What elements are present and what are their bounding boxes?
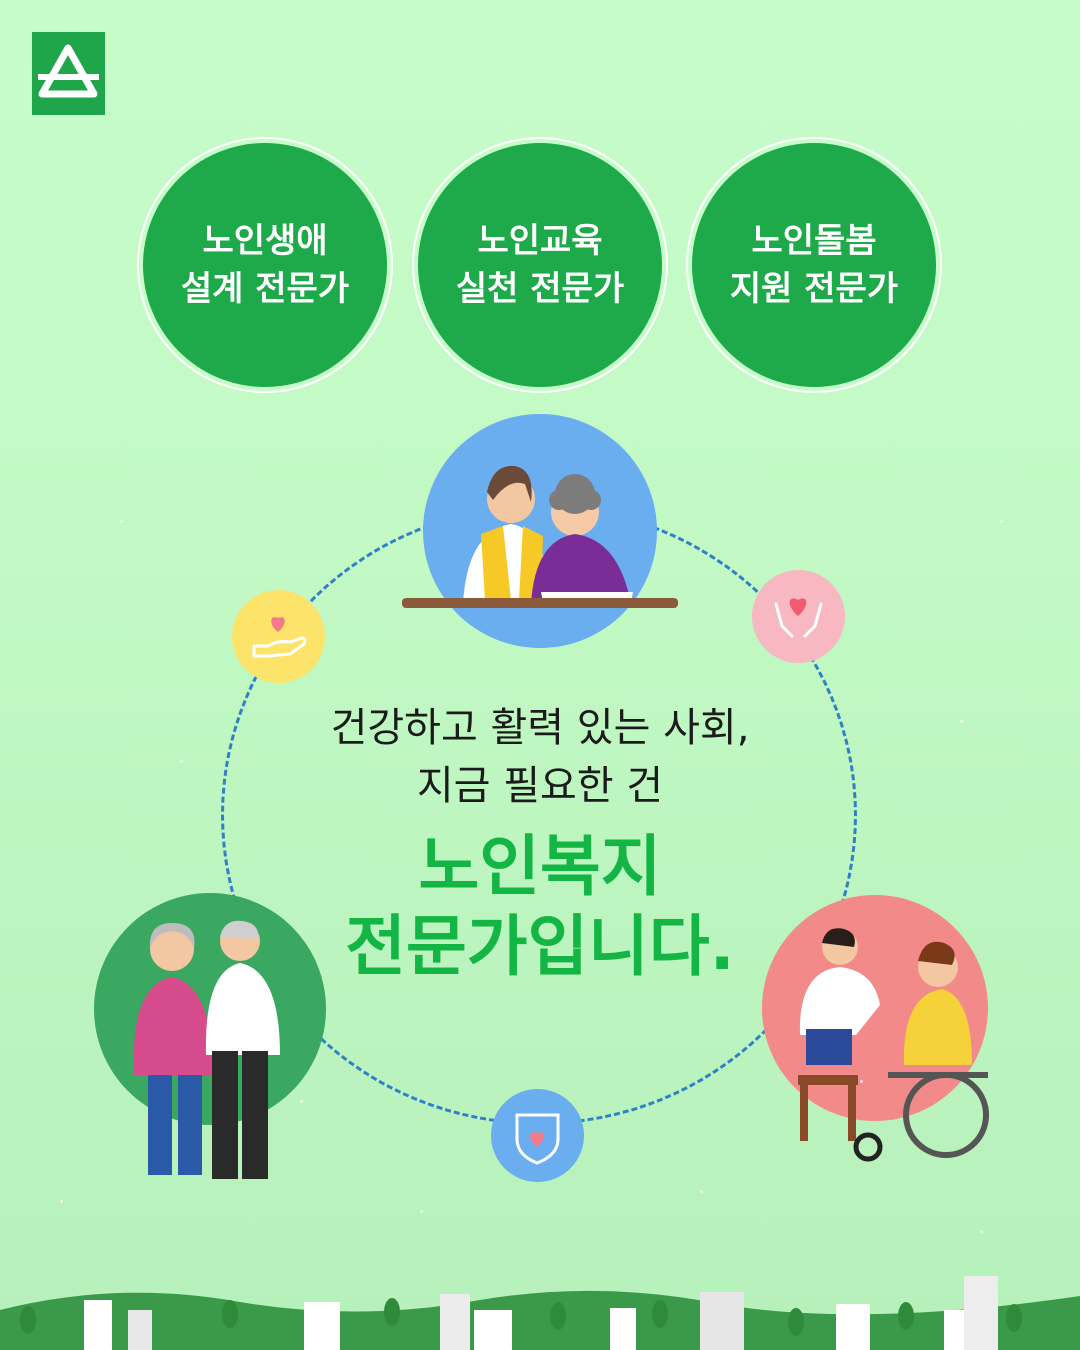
badge-line1: 노인교육	[477, 221, 603, 261]
elderly-couple-illustration	[133, 920, 280, 1179]
badge-line2: 지원 전문가	[729, 269, 899, 309]
badge-care-support: 노인돌봄 지원 전문가	[692, 143, 936, 387]
heart-in-hands-icon	[774, 598, 823, 638]
badge-life-planning: 노인생애 설계 전문가	[143, 143, 387, 387]
badge-education: 노인교육 실천 전문가	[418, 143, 662, 387]
caregiver-wheelchair-illustration	[798, 928, 989, 1162]
shield-heart-icon	[515, 1113, 560, 1165]
badge-line2: 설계 전문가	[180, 269, 350, 309]
bubble-heart-in-hands	[752, 570, 845, 663]
triangle-logo-icon	[38, 44, 99, 98]
teacher-elder-illustration	[463, 465, 633, 604]
bubble-shield-heart	[491, 1089, 584, 1182]
badge-line2: 실천 전문가	[455, 269, 625, 309]
headline-line1: 노인복지	[418, 828, 662, 905]
badge-line1: 노인생애	[202, 221, 328, 261]
tagline-line1: 건강하고 활력 있는 사회,	[330, 705, 750, 751]
brand-logo	[32, 32, 105, 115]
tagline-line2: 지금 필요한 건	[416, 763, 664, 809]
skyline-hills	[0, 1276, 1080, 1350]
heart-in-hand-icon	[252, 617, 307, 658]
illustration-education	[423, 414, 657, 648]
headline-line2: 전문가입니다.	[345, 908, 735, 985]
table-board	[402, 598, 678, 608]
badge-line1: 노인돌봄	[751, 221, 877, 261]
bubble-heart-in-hand	[232, 590, 325, 683]
